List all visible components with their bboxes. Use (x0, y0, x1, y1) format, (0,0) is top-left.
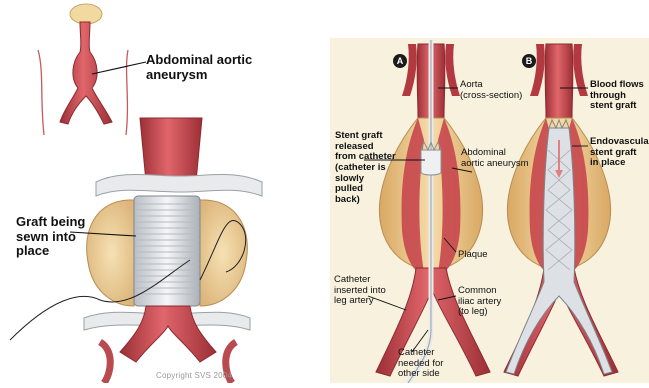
graft-label: Graft being sewn into place (16, 215, 85, 259)
aneurysm-leader-line (92, 62, 146, 74)
endovascular-label: Endovascular stent graft in place (590, 137, 649, 169)
iliac-label: Common iliac artery (to leg) (458, 286, 501, 318)
catheter-leg-label: Catheter inserted into leg artery (334, 275, 386, 307)
aorta-label: Aorta (cross-section) (460, 80, 522, 101)
catheter-other-label: Catheter needed for other side (398, 348, 443, 380)
plaque-label: Plaque (458, 250, 488, 261)
aneurysm-label: Abdominal aortic aneurysm (146, 53, 252, 82)
aneurysm-a-label: Abdominal aortic aneurysm (461, 148, 529, 169)
blood-flows-label: Blood flows through stent graft (590, 80, 644, 112)
badge-a: A (393, 54, 407, 68)
copyright-text: Copyright SVS 2004 (156, 371, 232, 380)
stent-released-label: Stent graft released from catheter (cath… (335, 131, 396, 205)
badge-b: B (522, 54, 536, 68)
